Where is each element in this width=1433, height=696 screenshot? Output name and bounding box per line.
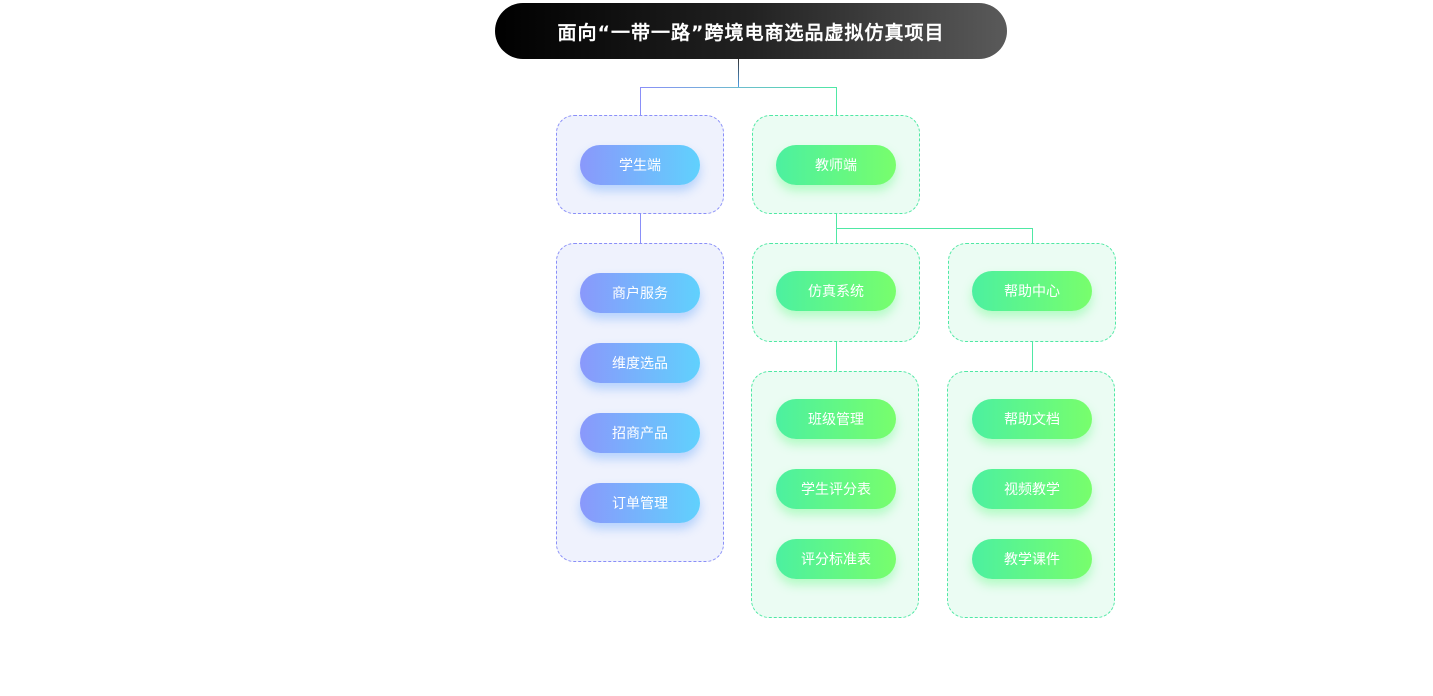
student-item[interactable]: 招商产品 <box>580 413 700 453</box>
connector <box>1032 342 1033 371</box>
connector <box>836 87 837 115</box>
help-item[interactable]: 帮助文档 <box>972 399 1092 439</box>
connector <box>640 214 641 243</box>
simulation-item[interactable]: 评分标准表 <box>776 539 896 579</box>
help-item[interactable]: 教学课件 <box>972 539 1092 579</box>
connector <box>836 342 837 371</box>
simulation-item[interactable]: 班级管理 <box>776 399 896 439</box>
connector <box>640 87 641 115</box>
connector <box>1032 228 1033 243</box>
connector <box>836 228 1033 229</box>
student-item[interactable]: 维度选品 <box>580 343 700 383</box>
connector <box>738 59 739 87</box>
student-item[interactable]: 订单管理 <box>580 483 700 523</box>
project-title: 面向“一带一路”跨境电商选品虚拟仿真项目 <box>495 3 1007 59</box>
connector <box>640 87 837 88</box>
help-node[interactable]: 帮助中心 <box>972 271 1092 311</box>
student-item[interactable]: 商户服务 <box>580 273 700 313</box>
simulation-item[interactable]: 学生评分表 <box>776 469 896 509</box>
teacher-node[interactable]: 教师端 <box>776 145 896 185</box>
help-item[interactable]: 视频教学 <box>972 469 1092 509</box>
student-node[interactable]: 学生端 <box>580 145 700 185</box>
simulation-node[interactable]: 仿真系统 <box>776 271 896 311</box>
